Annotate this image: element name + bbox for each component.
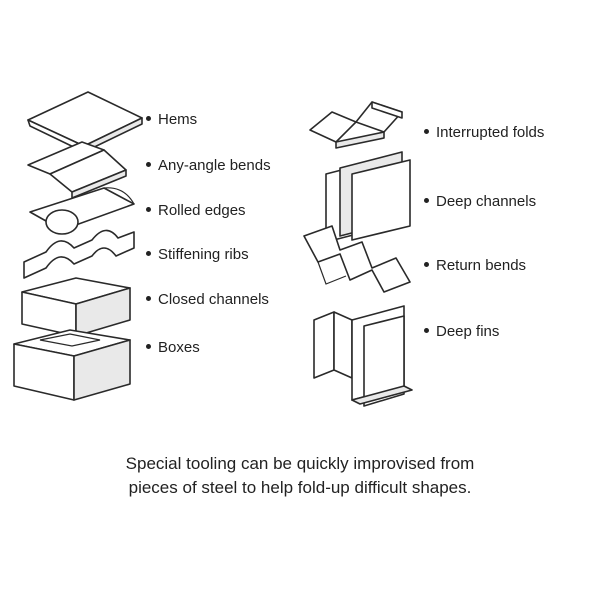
caption-line-2: pieces of steel to help fold-up difficul… <box>128 478 472 497</box>
label-closed-channels: Closed channels <box>146 291 269 309</box>
bullet-icon <box>146 295 151 301</box>
bullet-icon <box>424 197 429 203</box>
label-boxes: Boxes <box>146 339 200 357</box>
closed-channel-shape <box>21 277 131 337</box>
label-deep-channels: Deep channels <box>424 193 536 211</box>
label-deep-fins: Deep fins <box>424 323 499 341</box>
label-interrupted-folds: Interrupted folds <box>424 124 544 142</box>
bullet-icon <box>146 250 151 256</box>
bullet-icon <box>146 343 151 349</box>
label-hems: Hems <box>146 111 197 129</box>
bullet-icon <box>146 161 151 167</box>
caption-line-1: Special tooling can be quickly improvise… <box>125 454 475 473</box>
bullet-icon <box>424 261 429 267</box>
stiffening-rib-shape <box>23 229 135 279</box>
bullet-icon <box>424 128 429 134</box>
label-return-bends: Return bends <box>424 257 526 275</box>
figure-caption: Special tooling can be quickly improvise… <box>0 452 600 500</box>
bullet-icon <box>146 206 151 212</box>
label-stiffening-ribs: Stiffening ribs <box>146 246 249 264</box>
deep-fin-shape <box>313 305 413 407</box>
box-shape <box>13 329 131 401</box>
bullet-icon <box>424 327 429 333</box>
rolled-edge-shape <box>29 187 135 235</box>
interrupted-fold-shape <box>309 101 403 149</box>
any-angle-bend-shape <box>27 141 127 199</box>
label-rolled-edges: Rolled edges <box>146 202 246 220</box>
label-any-angle-bends: Any-angle bends <box>146 157 271 175</box>
bullet-icon <box>146 115 151 121</box>
deep-channel-shape <box>325 151 411 243</box>
return-bend-shape <box>303 225 411 293</box>
